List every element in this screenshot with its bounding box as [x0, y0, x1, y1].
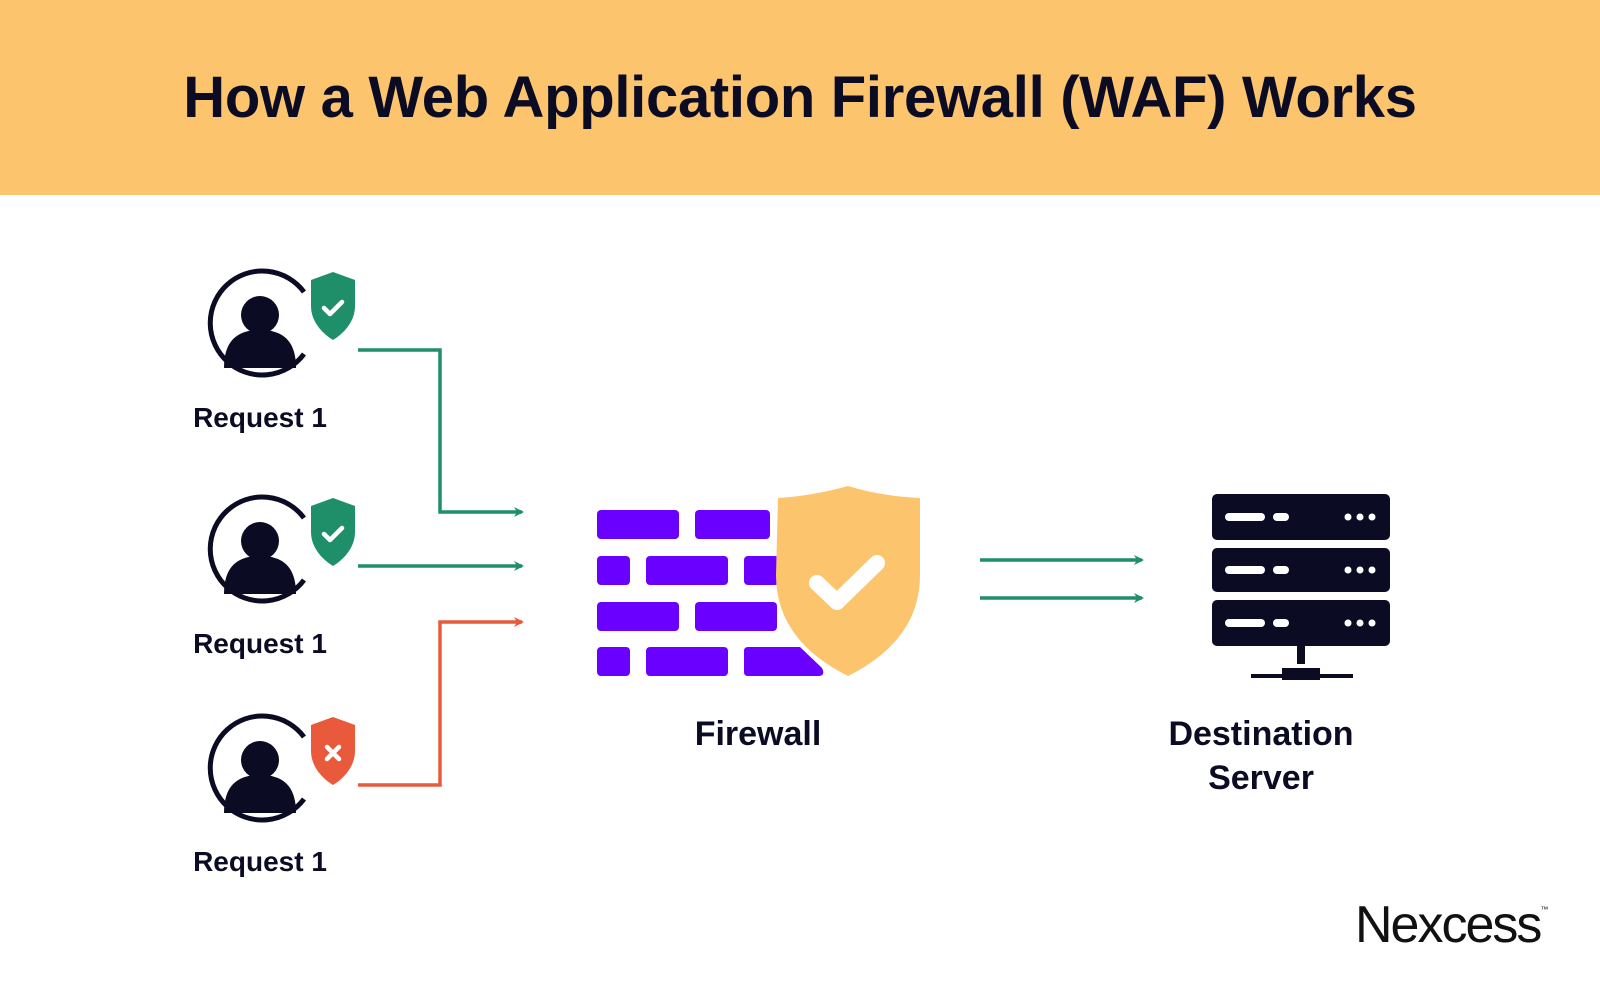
brand-name: Nexcess	[1355, 896, 1542, 954]
user-icon	[210, 271, 304, 375]
arrow-request-1	[358, 348, 524, 517]
user-icon	[210, 716, 304, 820]
request-2-label: Request 1	[193, 628, 327, 659]
request-2-avatar	[210, 497, 355, 601]
shield-check-icon	[311, 498, 355, 566]
request-3-avatar	[210, 716, 355, 820]
user-icon	[210, 497, 304, 601]
request-1-avatar	[210, 271, 355, 375]
request-1-label: Request 1	[193, 402, 327, 433]
brick-wall-icon	[597, 510, 824, 676]
shield-x-icon	[311, 717, 355, 785]
trademark-symbol: ™	[1540, 905, 1549, 914]
server-label-line2: Server	[1208, 759, 1314, 797]
shield-check-icon	[776, 486, 920, 676]
arrow-request-3	[358, 617, 524, 787]
firewall-label: Firewall	[694, 715, 822, 753]
page-title: How a Web Application Firewall (WAF) Wor…	[183, 65, 1417, 130]
shield-check-icon	[311, 272, 355, 340]
server-label: Destination Server	[1130, 712, 1392, 800]
brand-logo: Nexcess™	[1355, 895, 1548, 955]
server-rack-icon	[1212, 494, 1390, 680]
header-banner: How a Web Application Firewall (WAF) Wor…	[0, 0, 1600, 195]
server-label-line1: Destination	[1168, 715, 1354, 753]
request-3-label: Request 1	[193, 846, 327, 877]
